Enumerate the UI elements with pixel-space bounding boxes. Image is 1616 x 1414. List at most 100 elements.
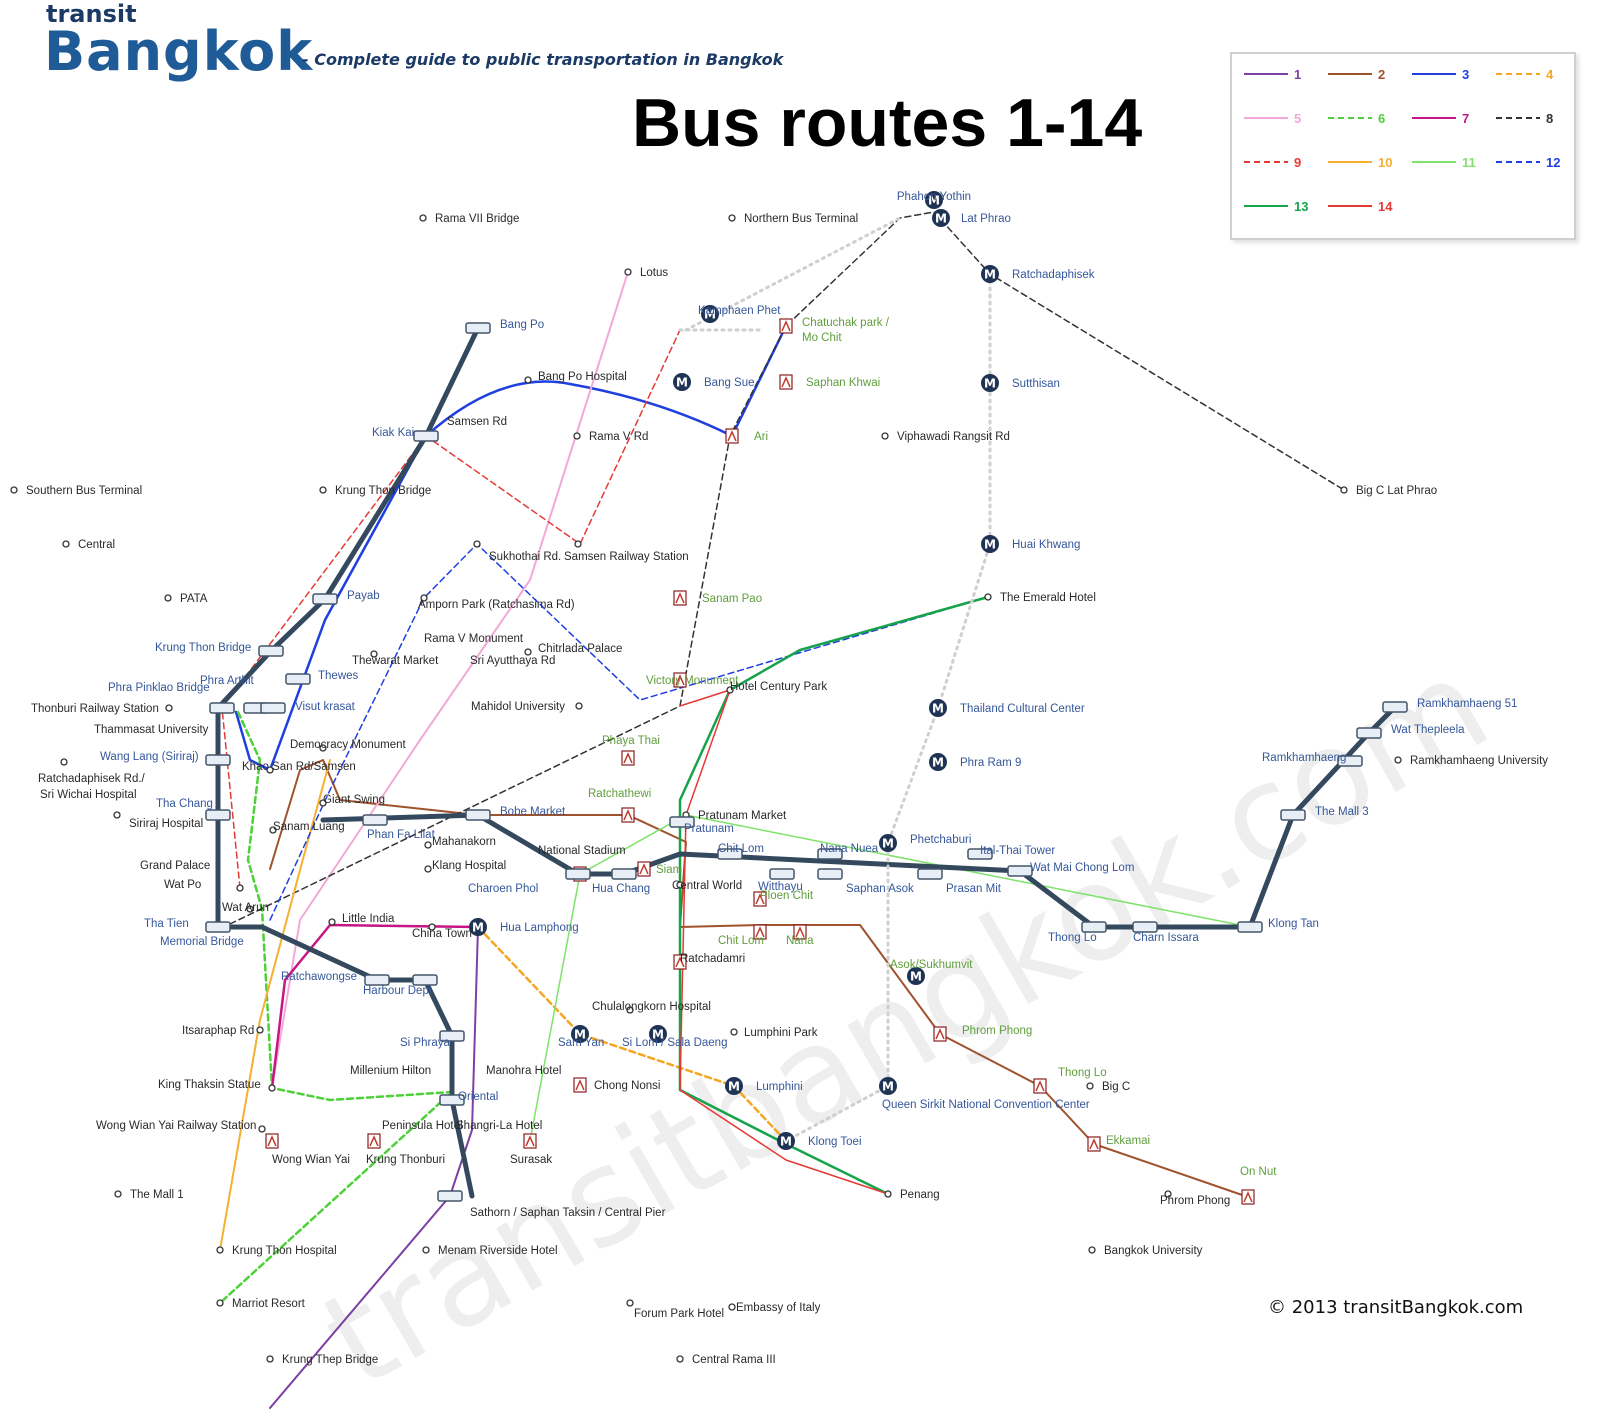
place-marker-icon[interactable] bbox=[428, 923, 436, 931]
place-marker-icon[interactable] bbox=[676, 881, 684, 889]
boat-pier-icon[interactable] bbox=[1280, 809, 1306, 821]
place-marker-icon[interactable] bbox=[319, 744, 327, 752]
mrt-station-icon[interactable] bbox=[879, 1077, 897, 1095]
place-marker-icon[interactable] bbox=[256, 1026, 264, 1034]
boat-pier-icon[interactable] bbox=[1337, 755, 1363, 767]
place-marker-icon[interactable] bbox=[236, 884, 244, 892]
place-marker-icon[interactable] bbox=[422, 1246, 430, 1254]
boat-pier-icon[interactable] bbox=[817, 868, 843, 880]
boat-pier-icon[interactable] bbox=[611, 868, 637, 880]
boat-pier-icon[interactable] bbox=[362, 814, 388, 826]
boat-pier-icon[interactable] bbox=[439, 1030, 465, 1042]
boat-pier-icon[interactable] bbox=[1081, 921, 1107, 933]
place-marker-icon[interactable] bbox=[114, 1190, 122, 1198]
place-marker-icon[interactable] bbox=[728, 1303, 736, 1311]
place-marker-icon[interactable] bbox=[370, 650, 378, 658]
place-marker-icon[interactable] bbox=[626, 1299, 634, 1307]
boat-pier-icon[interactable] bbox=[205, 754, 231, 766]
boat-pier-icon[interactable] bbox=[1007, 865, 1033, 877]
place-marker-icon[interactable] bbox=[216, 1246, 224, 1254]
place-marker-icon[interactable] bbox=[573, 432, 581, 440]
place-marker-icon[interactable] bbox=[60, 758, 68, 766]
boat-pier-icon[interactable] bbox=[412, 974, 438, 986]
boat-pier-icon[interactable] bbox=[465, 322, 491, 334]
place-marker-icon[interactable] bbox=[113, 811, 121, 819]
mrt-station-icon[interactable] bbox=[925, 191, 943, 209]
place-marker-icon[interactable] bbox=[884, 1190, 892, 1198]
boat-pier-icon[interactable] bbox=[439, 1094, 465, 1106]
place-marker-icon[interactable] bbox=[984, 593, 992, 601]
mrt-station-icon[interactable] bbox=[649, 1025, 667, 1043]
place-marker-icon[interactable] bbox=[258, 1125, 266, 1133]
place-marker-icon[interactable] bbox=[524, 376, 532, 384]
place-marker-icon[interactable] bbox=[881, 432, 889, 440]
place-marker-icon[interactable] bbox=[420, 594, 428, 602]
boat-pier-icon[interactable] bbox=[769, 868, 795, 880]
place-marker-icon[interactable] bbox=[1086, 1082, 1094, 1090]
boat-pier-icon[interactable] bbox=[205, 921, 231, 933]
place-marker-icon[interactable] bbox=[319, 486, 327, 494]
place-marker-icon[interactable] bbox=[266, 1355, 274, 1363]
mrt-station-icon[interactable] bbox=[701, 305, 719, 323]
mrt-station-icon[interactable] bbox=[932, 209, 950, 227]
place-marker-icon[interactable] bbox=[473, 540, 481, 548]
place-marker-icon[interactable] bbox=[319, 799, 327, 807]
place-marker-icon[interactable] bbox=[574, 540, 582, 548]
boat-pier-icon[interactable] bbox=[1237, 921, 1263, 933]
mrt-station-icon[interactable] bbox=[981, 265, 999, 283]
mrt-station-icon[interactable] bbox=[907, 967, 925, 985]
place-marker-icon[interactable] bbox=[266, 766, 274, 774]
boat-pier-icon[interactable] bbox=[205, 809, 231, 821]
place-marker-icon[interactable] bbox=[165, 704, 173, 712]
place-marker-icon[interactable] bbox=[676, 1355, 684, 1363]
boat-pier-icon[interactable] bbox=[364, 974, 390, 986]
place-marker-icon[interactable] bbox=[624, 268, 632, 276]
place-marker-icon[interactable] bbox=[419, 214, 427, 222]
place-marker-icon[interactable] bbox=[328, 918, 336, 926]
boat-pier-icon[interactable] bbox=[465, 809, 491, 821]
boat-pier-icon[interactable] bbox=[209, 702, 235, 714]
boat-pier-icon[interactable] bbox=[917, 868, 943, 880]
place-marker-icon[interactable] bbox=[1164, 1190, 1172, 1198]
boat-pier-icon[interactable] bbox=[669, 816, 695, 828]
mrt-station-icon[interactable] bbox=[725, 1077, 743, 1095]
place-marker-icon[interactable] bbox=[62, 540, 70, 548]
mrt-station-icon[interactable] bbox=[469, 918, 487, 936]
mrt-station-icon[interactable] bbox=[929, 753, 947, 771]
place-marker-icon[interactable] bbox=[1394, 756, 1402, 764]
boat-pier-icon[interactable] bbox=[312, 593, 338, 605]
mrt-station-icon[interactable] bbox=[981, 374, 999, 392]
place-marker-icon[interactable] bbox=[424, 865, 432, 873]
boat-pier-icon[interactable] bbox=[1356, 727, 1382, 739]
place-marker-icon[interactable] bbox=[246, 905, 254, 913]
place-marker-icon[interactable] bbox=[524, 648, 532, 656]
mrt-station-icon[interactable] bbox=[673, 373, 691, 391]
place-marker-icon[interactable] bbox=[626, 1006, 634, 1014]
place-marker-icon[interactable] bbox=[268, 1084, 276, 1092]
place-marker-icon[interactable] bbox=[1088, 1246, 1096, 1254]
place-marker-icon[interactable] bbox=[575, 702, 583, 710]
place-marker-icon[interactable] bbox=[216, 1299, 224, 1307]
boat-pier-icon[interactable] bbox=[437, 1190, 463, 1202]
boat-pier-icon[interactable] bbox=[260, 702, 286, 714]
mrt-station-icon[interactable] bbox=[879, 834, 897, 852]
place-marker-icon[interactable] bbox=[164, 594, 172, 602]
place-marker-icon[interactable] bbox=[730, 1028, 738, 1036]
place-marker-icon[interactable] bbox=[728, 214, 736, 222]
mrt-station-icon[interactable] bbox=[981, 535, 999, 553]
place-marker-icon[interactable] bbox=[10, 486, 18, 494]
boat-pier-icon[interactable] bbox=[285, 673, 311, 685]
boat-pier-icon[interactable] bbox=[717, 848, 743, 860]
boat-pier-icon[interactable] bbox=[413, 430, 439, 442]
mrt-station-icon[interactable] bbox=[777, 1132, 795, 1150]
place-marker-icon[interactable] bbox=[726, 686, 734, 694]
boat-pier-icon[interactable] bbox=[258, 645, 284, 657]
boat-pier-icon[interactable] bbox=[1132, 921, 1158, 933]
place-marker-icon[interactable] bbox=[269, 826, 277, 834]
boat-pier-icon[interactable] bbox=[1382, 701, 1408, 713]
mrt-station-icon[interactable] bbox=[929, 699, 947, 717]
boat-pier-icon[interactable] bbox=[967, 848, 993, 860]
place-marker-icon[interactable] bbox=[424, 841, 432, 849]
boat-pier-icon[interactable] bbox=[817, 848, 843, 860]
mrt-station-icon[interactable] bbox=[571, 1025, 589, 1043]
